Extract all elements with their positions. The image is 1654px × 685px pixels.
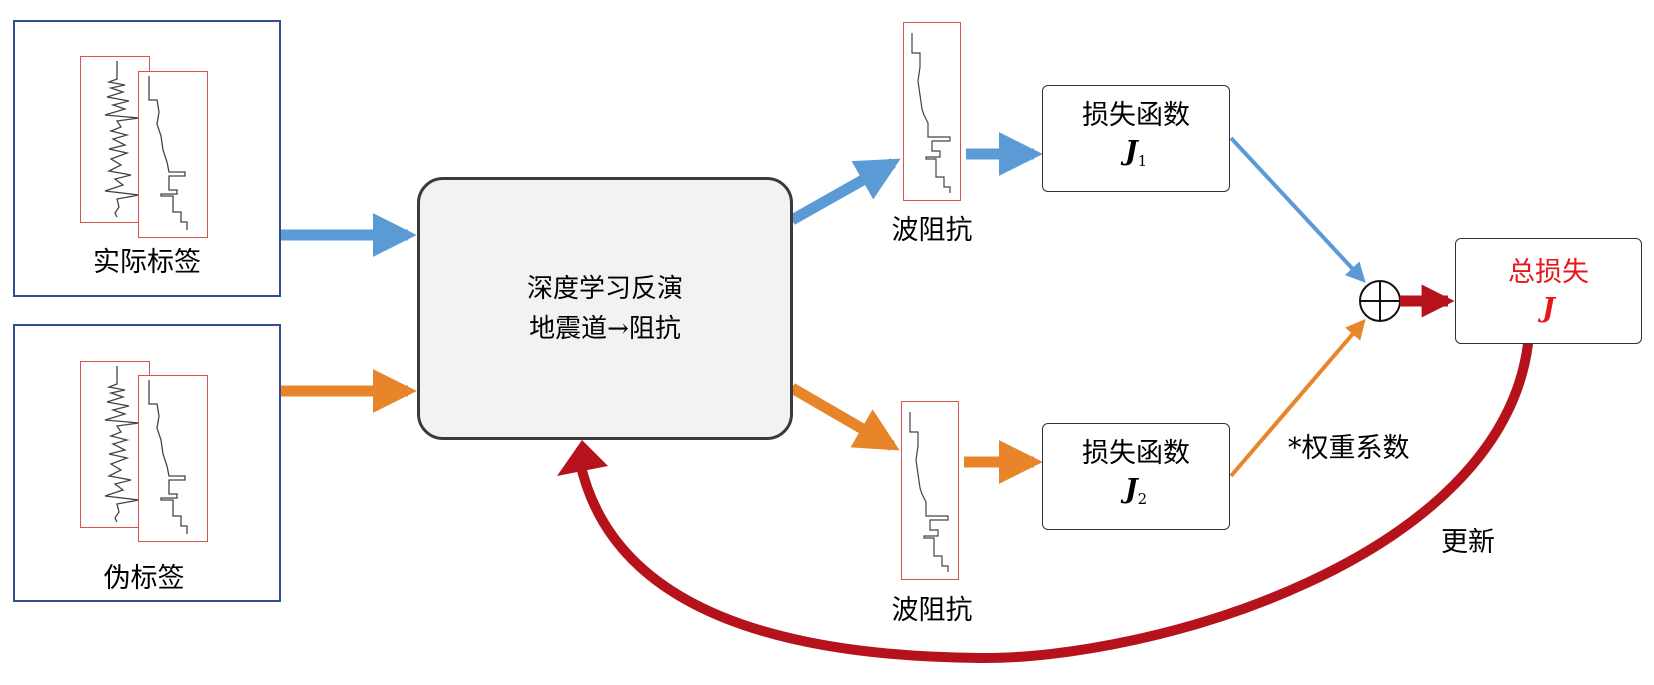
real-label-box: 实际标签 [13, 20, 281, 297]
pseudo-label-caption: 伪标签 [103, 563, 185, 594]
impedance-output-bottom-frame [901, 401, 959, 580]
update-label: 更新 [1441, 527, 1495, 558]
sum-operator-icon [1359, 280, 1401, 322]
pseudo-label-box: 伪标签 [13, 324, 281, 602]
impedance-log-frame [138, 71, 208, 238]
deep-learning-inversion-block: 深度学习反演 地震道→阻抗 [417, 177, 793, 440]
impedance-log-icon [148, 76, 188, 230]
impedance-log-icon [148, 380, 188, 534]
real-label-caption: 实际标签 [93, 247, 201, 278]
loss2-symbol: J2 [1124, 474, 1148, 508]
impedance-log-icon [911, 33, 951, 193]
total-loss-symbol: J [1542, 293, 1555, 324]
impedance-bottom-caption: 波阻抗 [891, 595, 973, 626]
total-loss-title: 总损失 [1508, 257, 1589, 288]
seismic-trace-icon [104, 61, 140, 218]
loss1-symbol: J1 [1124, 136, 1148, 170]
weight-coefficient-label: *权重系数 [1288, 433, 1410, 464]
arrow-loss2-to-sum [1229, 318, 1366, 478]
arrow-network-to-impedance-top [789, 158, 901, 225]
loss-function-j1-box: 损失函数 J1 [1042, 85, 1230, 192]
arrow-loss1-to-sum [1229, 136, 1366, 283]
network-title-line1: 深度学习反演 [526, 273, 683, 304]
network-title-line2: 地震道→阻抗 [529, 313, 681, 344]
loss-function-j2-box: 损失函数 J2 [1042, 423, 1230, 530]
impedance-log-frame [138, 375, 208, 542]
impedance-log-icon [909, 412, 949, 572]
impedance-output-top-frame [903, 22, 961, 201]
total-loss-box: 总损失 J [1455, 238, 1642, 344]
seismic-trace-icon [104, 366, 140, 523]
feedback-update-arrow [575, 339, 1533, 664]
impedance-top-caption: 波阻抗 [891, 215, 973, 246]
feedback-arrowhead-icon [557, 440, 608, 476]
loss2-title: 损失函数 [1082, 438, 1190, 469]
loss1-title: 损失函数 [1082, 100, 1190, 131]
arrow-network-to-impedance-bottom [789, 383, 900, 451]
